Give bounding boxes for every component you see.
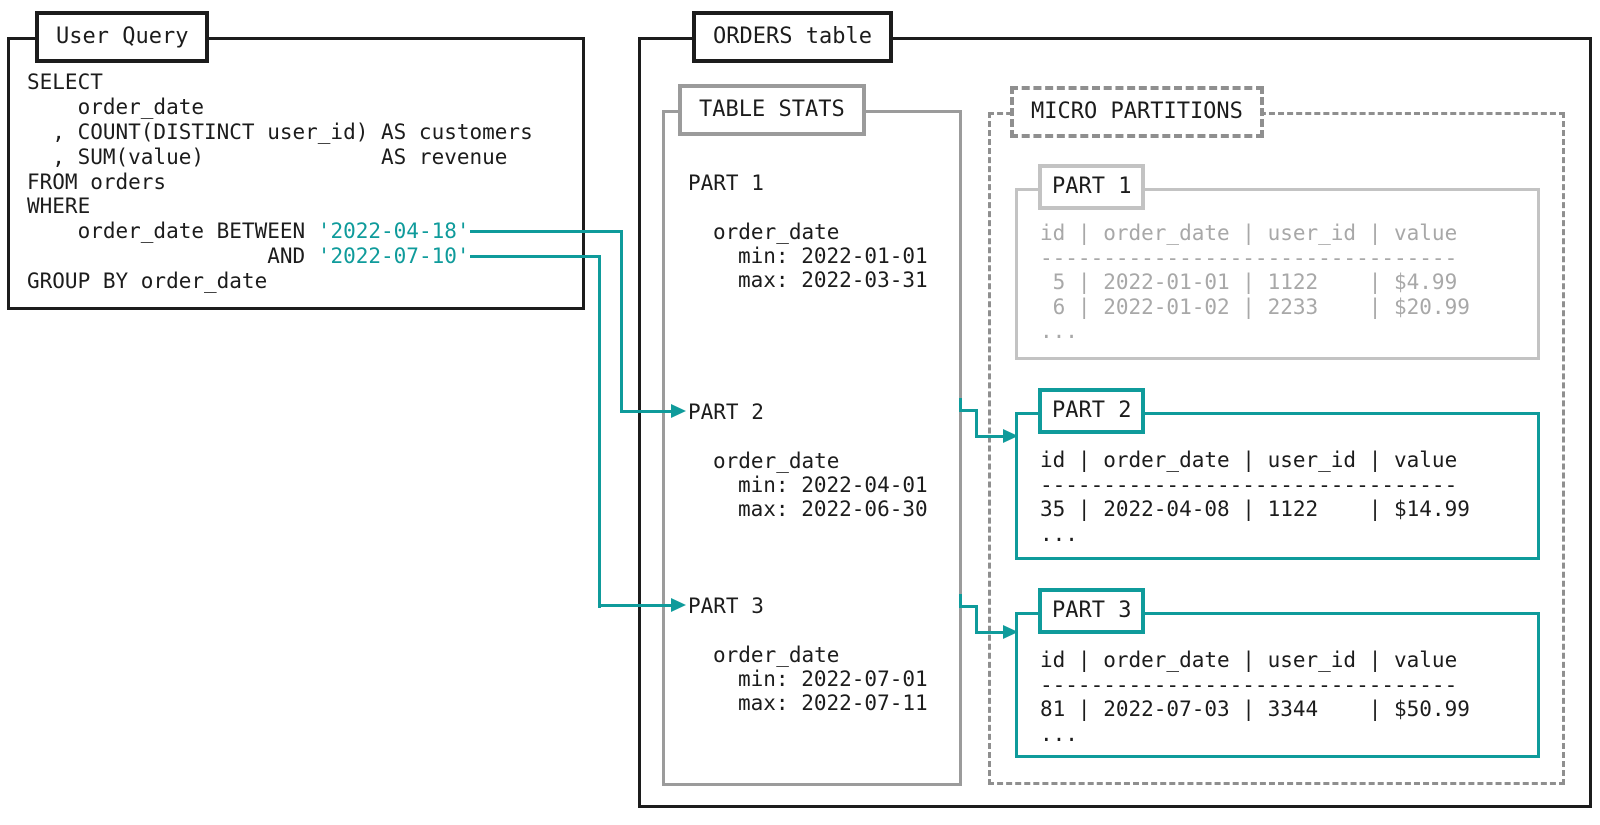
- stats-column: order_date: [713, 219, 840, 244]
- user-query-sql: SELECT order_date , COUNT(DISTINCT user_…: [27, 70, 533, 294]
- table-row: 5 | 2022-01-01 | 1122 | $4.99: [1040, 270, 1458, 294]
- sql-line-and: AND '2022-07-10': [27, 244, 533, 269]
- stats-min: min: 2022-01-01: [738, 243, 928, 268]
- user-query-title: User Query: [35, 11, 210, 63]
- orders-table-title: ORDERS table: [692, 11, 893, 63]
- connector-stats-to-partition2: [975, 435, 1004, 438]
- connector-stats-to-partition3: [959, 594, 962, 608]
- connector-stats-to-partition3: [959, 605, 978, 608]
- connector-stats-to-partition2: [959, 409, 978, 412]
- arrow-to-partition2-icon: [1003, 429, 1018, 443]
- table-header: id | order_date | user_id | value: [1040, 448, 1458, 472]
- table-row: 35 | 2022-04-08 | 1122 | $14.99: [1040, 497, 1470, 521]
- sql-line: WHERE: [27, 194, 91, 219]
- table-row: 81 | 2022-07-03 | 3344 | $50.99: [1040, 697, 1470, 721]
- table-separator: ---------------------------------: [1040, 672, 1458, 697]
- connector-stats-to-partition3: [975, 605, 978, 634]
- table-row: 6 | 2022-01-02 | 2233 | $20.99: [1040, 294, 1470, 319]
- connector-stats-to-partition2: [975, 409, 978, 438]
- table-header: id | order_date | user_id | value: [1040, 221, 1458, 245]
- part-label: PART 2: [688, 400, 764, 424]
- partition-card-2-table: id | order_date | user_id | value ------…: [1040, 448, 1470, 546]
- spacer: [688, 424, 928, 448]
- sql-line: SELECT: [27, 70, 103, 94]
- stats-column: order_date: [713, 448, 840, 473]
- stats-max: max: 2022-06-30: [738, 497, 928, 522]
- table-ellipsis: ...: [1040, 521, 1078, 546]
- user-query-box: [7, 37, 585, 310]
- stats-max: max: 2022-07-11: [738, 691, 928, 716]
- sql-line: , COUNT(DISTINCT user_id) AS customers: [27, 119, 533, 144]
- connector-datefrom-part2: [620, 410, 672, 413]
- arrow-to-stats-part2-icon: [671, 404, 686, 418]
- sql-line: FROM orders: [27, 169, 167, 194]
- table-stats-box: [662, 110, 962, 786]
- sql-line-between: order_date BETWEEN '2022-04-18': [27, 219, 533, 244]
- table-ellipsis: ...: [1040, 721, 1078, 746]
- table-stats-title: TABLE STATS: [678, 84, 866, 136]
- partition-card-1-title: PART 1: [1038, 164, 1146, 210]
- stats-column: order_date: [713, 642, 840, 667]
- table-header: id | order_date | user_id | value: [1040, 648, 1458, 672]
- stats-min: min: 2022-04-01: [738, 472, 928, 497]
- table-ellipsis: ...: [1040, 319, 1078, 343]
- partition-card-1-pruned: [1015, 188, 1540, 360]
- partition-card-2-scanned: [1015, 412, 1540, 560]
- table-separator: ---------------------------------: [1040, 245, 1458, 270]
- connector-dateto-part3: [598, 255, 601, 608]
- micro-partitions-title: MICRO PARTITIONS: [1010, 86, 1264, 138]
- connector-stats-to-partition3: [975, 631, 1004, 634]
- arrow-to-partition3-icon: [1003, 625, 1018, 639]
- table-stats-part-1: PART 1 order_date min: 2022-01-01 max: 2…: [688, 171, 928, 292]
- table-stats-part-2: PART 2 order_date min: 2022-04-01 max: 2…: [688, 400, 928, 521]
- part-label: PART 1: [688, 171, 764, 195]
- sql-between-prefix: order_date BETWEEN: [27, 219, 318, 244]
- partition-card-2-title: PART 2: [1038, 388, 1146, 434]
- arrow-to-stats-part3-icon: [671, 598, 686, 612]
- connector-dateto-part3: [470, 255, 601, 258]
- partition-card-3-table: id | order_date | user_id | value ------…: [1040, 648, 1470, 746]
- stats-max: max: 2022-03-31: [738, 268, 928, 293]
- connector-datefrom-part2: [470, 230, 623, 233]
- connector-datefrom-part2: [620, 230, 623, 413]
- table-stats-part-3: PART 3 order_date min: 2022-07-01 max: 2…: [688, 594, 928, 715]
- spacer: [688, 618, 928, 642]
- partition-card-3-title: PART 3: [1038, 588, 1146, 634]
- sql-and-prefix: AND: [27, 244, 318, 269]
- table-separator: ---------------------------------: [1040, 472, 1458, 497]
- sql-line: order_date: [27, 94, 205, 119]
- part-label: PART 3: [688, 594, 764, 618]
- sql-line: GROUP BY order_date: [27, 269, 268, 294]
- sql-date-to: '2022-07-10': [317, 244, 470, 269]
- partition-card-1-table: id | order_date | user_id | value ------…: [1040, 221, 1470, 344]
- partition-card-3-scanned: [1015, 612, 1540, 758]
- spacer: [688, 195, 928, 219]
- stats-min: min: 2022-07-01: [738, 666, 928, 691]
- connector-stats-to-partition2: [959, 398, 962, 412]
- sql-line: , SUM(value) AS revenue: [27, 144, 508, 169]
- connector-dateto-part3: [598, 604, 672, 607]
- sql-date-from: '2022-04-18': [317, 219, 470, 244]
